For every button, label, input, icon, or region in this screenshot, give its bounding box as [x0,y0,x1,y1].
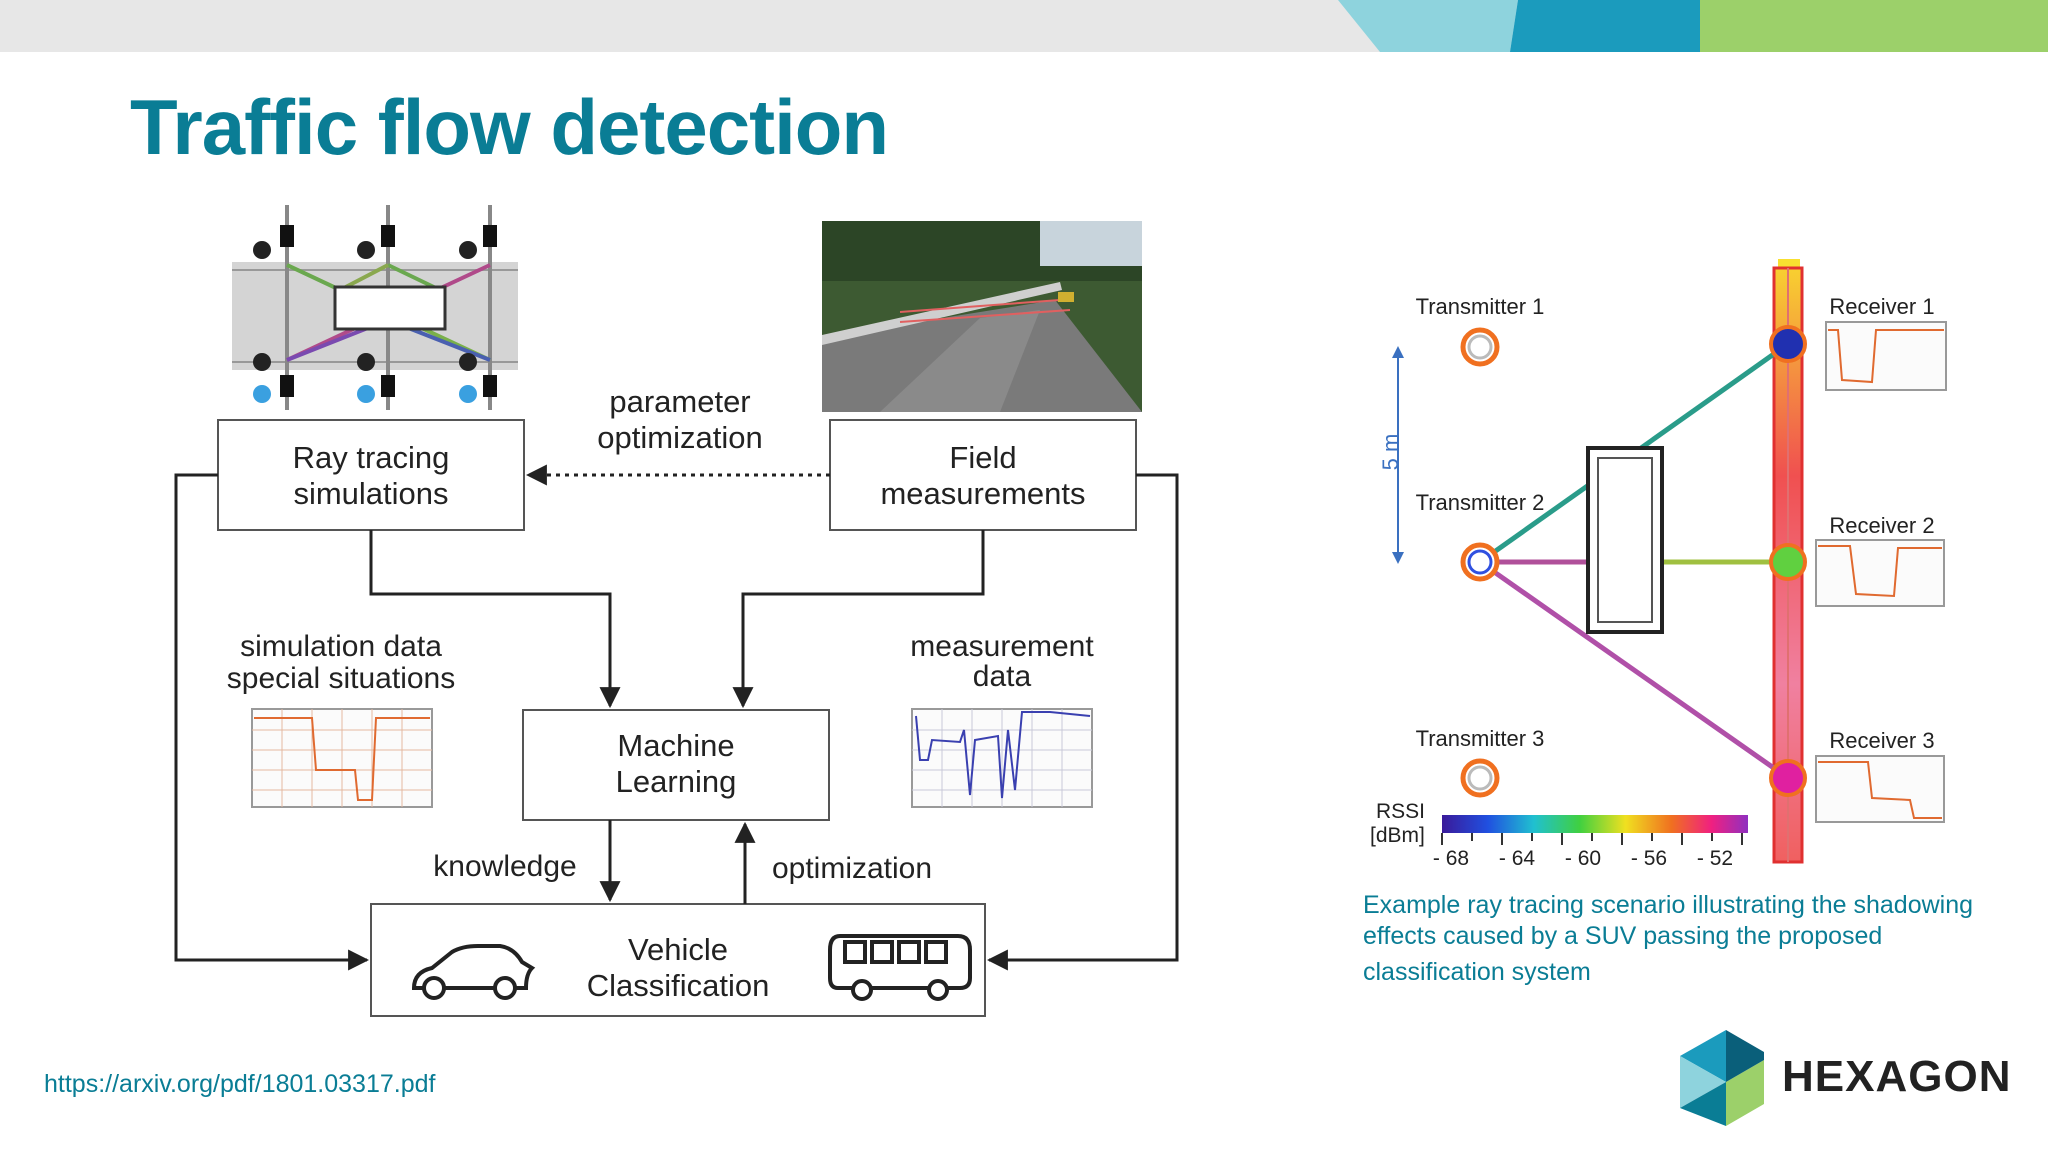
transmitter-3-label: Transmitter 3 [1416,726,1545,751]
bus-icon [828,934,972,1001]
ray-tracing-label-2: simulations [293,476,448,511]
transmitter-2-label: Transmitter 2 [1416,490,1545,515]
rssi-label: RSSI [1376,800,1425,823]
scenario-caption: Example ray tracing scenario illustratin… [1363,890,2013,988]
field-measurements-box [829,419,1137,531]
ray-tracing-scenario [1392,259,1947,864]
caption-line-1: Example ray tracing scenario illustratin… [1363,891,1974,919]
vehicle-label-1: Vehicle [628,932,728,967]
ray-tracing-box [217,419,525,531]
receiver-1-label: Receiver 1 [1829,294,1934,319]
sim-to-ml-arrow [369,530,621,709]
ray-tracing-label-1: Ray tracing [293,440,450,475]
rssi-tick-3: - 60 [1565,847,1601,870]
parameter-opt-label-1: parameter [609,384,750,419]
measurement-data-chart [911,708,1093,808]
transmitter-1-label: Transmitter 1 [1416,294,1545,319]
receiver-2-label: Receiver 2 [1829,513,1934,538]
simulation-data-chart [251,708,433,808]
car-icon [411,944,536,1000]
caption-line-2: effects caused by a SUV passing the prop… [1363,922,1883,950]
source-link[interactable]: https://arxiv.org/pdf/1801.03317.pdf [44,1070,436,1098]
meas-data-label-2: data [973,660,1032,693]
road-photo [822,221,1142,412]
sim-data-label-2: special situations [227,662,455,695]
meas-data-label-1: measurement [910,630,1094,663]
vehicle-label-2: Classification [587,968,770,1003]
optimization-label: optimization [772,852,932,885]
brand-name: HEXAGON [1782,1052,2012,1101]
ml-label-1: Machine [617,728,734,763]
right-loop-arrow [986,473,1179,971]
hexagon-logo-icon [1680,1030,1764,1126]
rssi-tick-4: - 56 [1631,847,1667,870]
distance-label: 5 m [1378,434,1403,471]
rssi-unit-label: [dBm] [1370,824,1425,847]
banner-accent [1338,0,2048,52]
left-loop-arrow [174,473,370,971]
rssi-tick-1: - 68 [1433,847,1469,870]
rssi-tick-5: - 52 [1697,847,1733,870]
field-label-1: Field [949,440,1016,475]
receiver-3-label: Receiver 3 [1829,728,1934,753]
knowledge-label: knowledge [433,850,576,883]
field-label-2: measurements [880,476,1085,511]
machine-learning-box [522,709,830,821]
sim-data-label-1: simulation data [240,630,442,663]
rssi-tick-2: - 64 [1499,847,1536,870]
simulation-sketch [232,205,518,410]
ml-label-2: Learning [616,764,737,799]
slide-title: Traffic flow detection [130,83,889,171]
caption-line-3: classification system [1363,958,1591,986]
meas-to-ml-arrow [732,530,985,709]
parameter-opt-label-2: optimization [597,420,762,455]
